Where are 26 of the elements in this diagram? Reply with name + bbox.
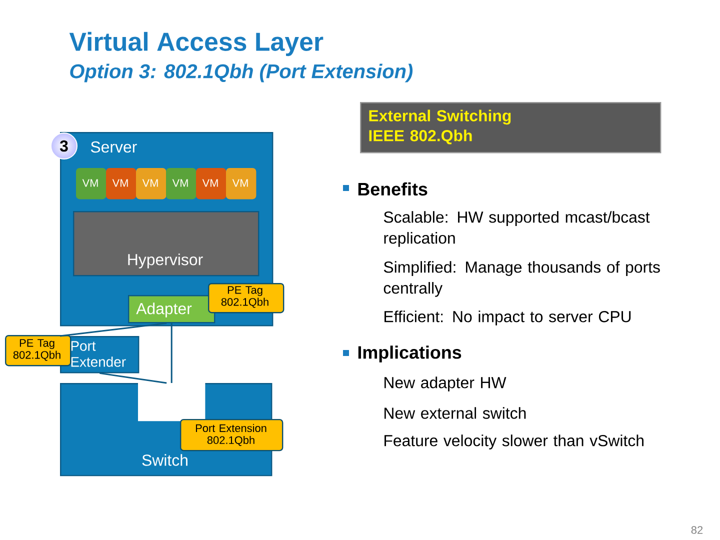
vm-box: VM <box>196 168 226 200</box>
vm-box: VM <box>136 168 166 200</box>
vm-box: VM <box>106 168 136 200</box>
vm-box: VM <box>166 168 196 200</box>
tag-box: PE Tag 802.1Qbh <box>5 335 72 366</box>
callout-line <box>60 322 167 337</box>
adapter-box: Adapter <box>128 295 216 324</box>
tag-box: Port Extension 802.1Qbh <box>180 419 284 452</box>
port-box <box>138 383 206 422</box>
bullet-text: New external switch <box>384 407 526 419</box>
subtitle: Option 3: 802.1Qbh (Port Extension) <box>70 64 413 82</box>
slide-title: Virtual Access Layer <box>69 32 324 56</box>
hypervisor-box: Hypervisor <box>73 211 260 276</box>
bullet-text: Scalable: HW supported mcast/bcast replication <box>384 211 650 247</box>
vm-box: VM <box>226 168 256 200</box>
tag-box: PE Tag 802.1Qbh <box>208 283 284 314</box>
connector-line <box>170 323 172 383</box>
bullet-text: New adapter HW <box>384 376 506 392</box>
bullet-text: Feature velocity slower than vSwitch <box>384 434 644 450</box>
bullet-text: Efficient: No impact to server CPU <box>384 310 631 326</box>
bullet-text: Simplified: Manage thousands of ports centrally <box>384 261 660 297</box>
page-number: 82 <box>691 526 703 534</box>
bullet-heading: Benefits <box>343 182 428 196</box>
vm-box: VM <box>76 168 106 200</box>
bullet-heading: Implications <box>343 346 462 362</box>
info-box: External Switching IEEE 802.Qbh <box>360 102 662 154</box>
